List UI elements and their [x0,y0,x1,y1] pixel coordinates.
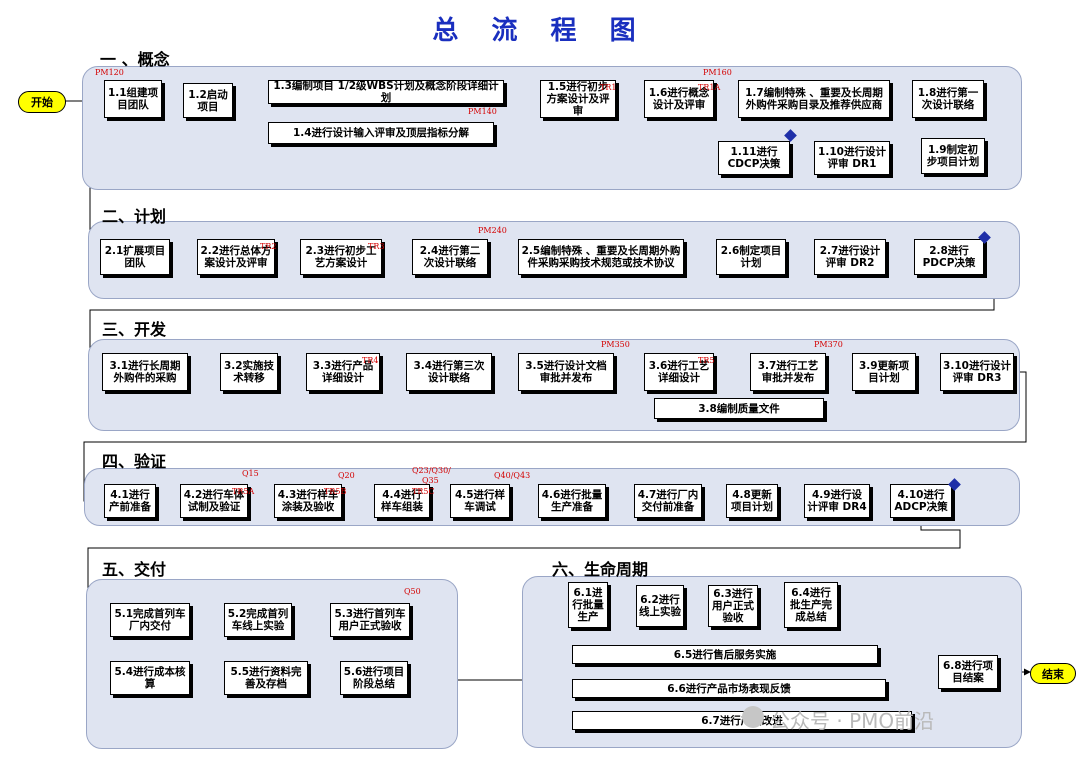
step-4-7: 4.7进行厂内交付前准备 [634,484,702,518]
step-1-9: 1.9制定初步项目计划 [921,138,985,174]
section-heading-s5: 五、交付 [102,560,167,579]
milestone-tag-tr5c: TR5C [412,487,435,496]
step-2-5: 2.5编制特殊 、重要及长周期外购件采购采购技术规范或技术协议 [518,239,684,275]
step-5-5: 5.5进行资料完善及存档 [224,661,308,695]
step-3-10: 3.10进行设计评审 DR3 [940,353,1014,391]
milestone-tag-q50: Q50 [404,587,421,596]
section-heading-s2: 二、计划 [102,207,167,226]
step-6-1: 6.1进行批量生产 [568,582,608,628]
step-2-8: 2.8进行PDCP决策 [914,239,984,275]
step-1-5: 1.5进行初步方案设计及评审 [540,80,616,118]
step-4-5: 4.5进行样车调试 [450,484,510,518]
step-2-4: 2.4进行第二次设计联络 [412,239,488,275]
step-4-6: 4.6进行批量生产准备 [538,484,606,518]
step-4-1: 4.1进行产前准备 [104,484,156,518]
step-5-4: 5.4进行成本核算 [110,661,190,695]
step-1-7: 1.7编制特殊 、重要及长周期外购件采购目录及推荐供应商 [738,80,890,118]
step-6-8: 6.8进行项目结案 [938,655,998,689]
step-4-2: 4.2进行车体试制及验证 [180,484,248,518]
section-heading-s6: 六、生命周期 [552,560,649,579]
step-2-3: 2.3进行初步工艺方案设计 [300,239,382,275]
step-6-4: 6.4进行批生产完成总结 [784,582,838,628]
step-6-3: 6.3进行用户正式验收 [708,585,758,627]
milestone-tag-tr4: TR4 [362,356,379,365]
milestone-tag-tr5b: TR5B [324,487,347,496]
step-3-5: 3.5进行设计文档审批并发布 [518,353,614,391]
step-2-2: 2.2进行总体方案设计及评审 [197,239,275,275]
milestone-tag-pm240: PM240 [478,226,507,235]
milestone-tag-tr5: TR5 [698,356,715,365]
step-3-6: 3.6进行工艺详细设计 [644,353,714,391]
step-2-6: 2.6制定项目计划 [716,239,786,275]
step-4-9: 4.9进行设计评审 DR4 [804,484,870,518]
milestone-tag-pm160: PM160 [703,68,732,77]
step-1-1: 1.1组建项目团队 [104,80,162,118]
step-3-4: 3.4进行第三次设计联络 [406,353,492,391]
milestone-tag-pm120: PM120 [95,68,124,77]
step-4-3: 4.3进行样车涂装及验收 [274,484,342,518]
wechat-icon [742,706,764,728]
step-1-4: 1.4进行设计输入评审及顶层指标分解 [268,122,494,144]
step-3-8: 3.8编制质量文件 [654,398,824,419]
end-terminal: 结束 [1030,663,1076,684]
step-4-10: 4.10进行ADCP决策 [890,484,952,518]
milestone-tag-q23: Q23/Q30/ [412,466,451,475]
step-3-2: 3.2实施技术转移 [220,353,278,391]
milestone-tag-q20: Q20 [338,471,355,480]
step-1-2: 1.2启动项目 [183,83,233,118]
watermark: 公众号 · PMO前沿 [770,709,935,733]
step-1-10: 1.10进行设计评审 DR1 [814,141,890,175]
milestone-tag-pm370: PM370 [814,340,843,349]
milestone-tag-q40: Q40/Q43 [494,471,531,480]
step-3-3: 3.3进行产品详细设计 [306,353,380,391]
section-heading-s3: 三、开发 [102,320,167,339]
milestone-tag-pm350: PM350 [601,340,630,349]
step-6-6: 6.6进行产品市场表现反馈 [572,679,886,698]
milestone-tag-q35: Q35 [422,476,439,485]
step-5-1: 5.1完成首列车厂内交付 [110,603,190,637]
step-1-6: 1.6进行概念设计及评审 [644,80,714,118]
step-2-1: 2.1扩展项目团队 [100,239,170,275]
step-1-11: 1.11进行CDCP决策 [718,141,790,175]
milestone-tag-tr1a: TR1A [698,83,721,92]
step-5-2: 5.2完成首列车线上实验 [224,603,292,637]
step-1-8: 1.8进行第一次设计联络 [912,80,984,118]
step-2-7: 2.7进行设计评审 DR2 [814,239,886,275]
section-heading-s4: 四、验证 [102,452,167,471]
step-6-2: 6.2进行线上实验 [636,585,684,627]
milestone-tag-q15: Q15 [242,469,259,478]
milestone-tag-tr1: TR1 [600,83,617,92]
step-5-3: 5.3进行首列车用户正式验收 [330,603,410,637]
milestone-tag-tr3: TR3 [368,242,385,251]
step-1-3: 1.3编制项目 1/2级WBS计划及概念阶段详细计划 [268,80,504,104]
step-3-1: 3.1进行长周期外购件的采购 [102,353,188,391]
diagram-title: 总 流 程 图 [432,16,648,46]
step-5-6: 5.6进行项目阶段总结 [340,661,408,695]
step-4-4: 4.4进行样车组装 [374,484,430,518]
step-3-9: 3.9更新项目计划 [852,353,916,391]
milestone-tag-tr5a: TR5A [232,487,255,496]
milestone-tag-pm140: PM140 [468,107,497,116]
milestone-tag-tr2: TR2 [260,242,277,251]
step-6-5: 6.5进行售后服务实施 [572,645,878,664]
start-terminal: 开始 [18,91,66,113]
section-heading-s1: 一 、概念 [100,50,170,69]
step-3-7: 3.7进行工艺审批并发布 [750,353,826,391]
step-4-8: 4.8更新项目计划 [726,484,778,518]
